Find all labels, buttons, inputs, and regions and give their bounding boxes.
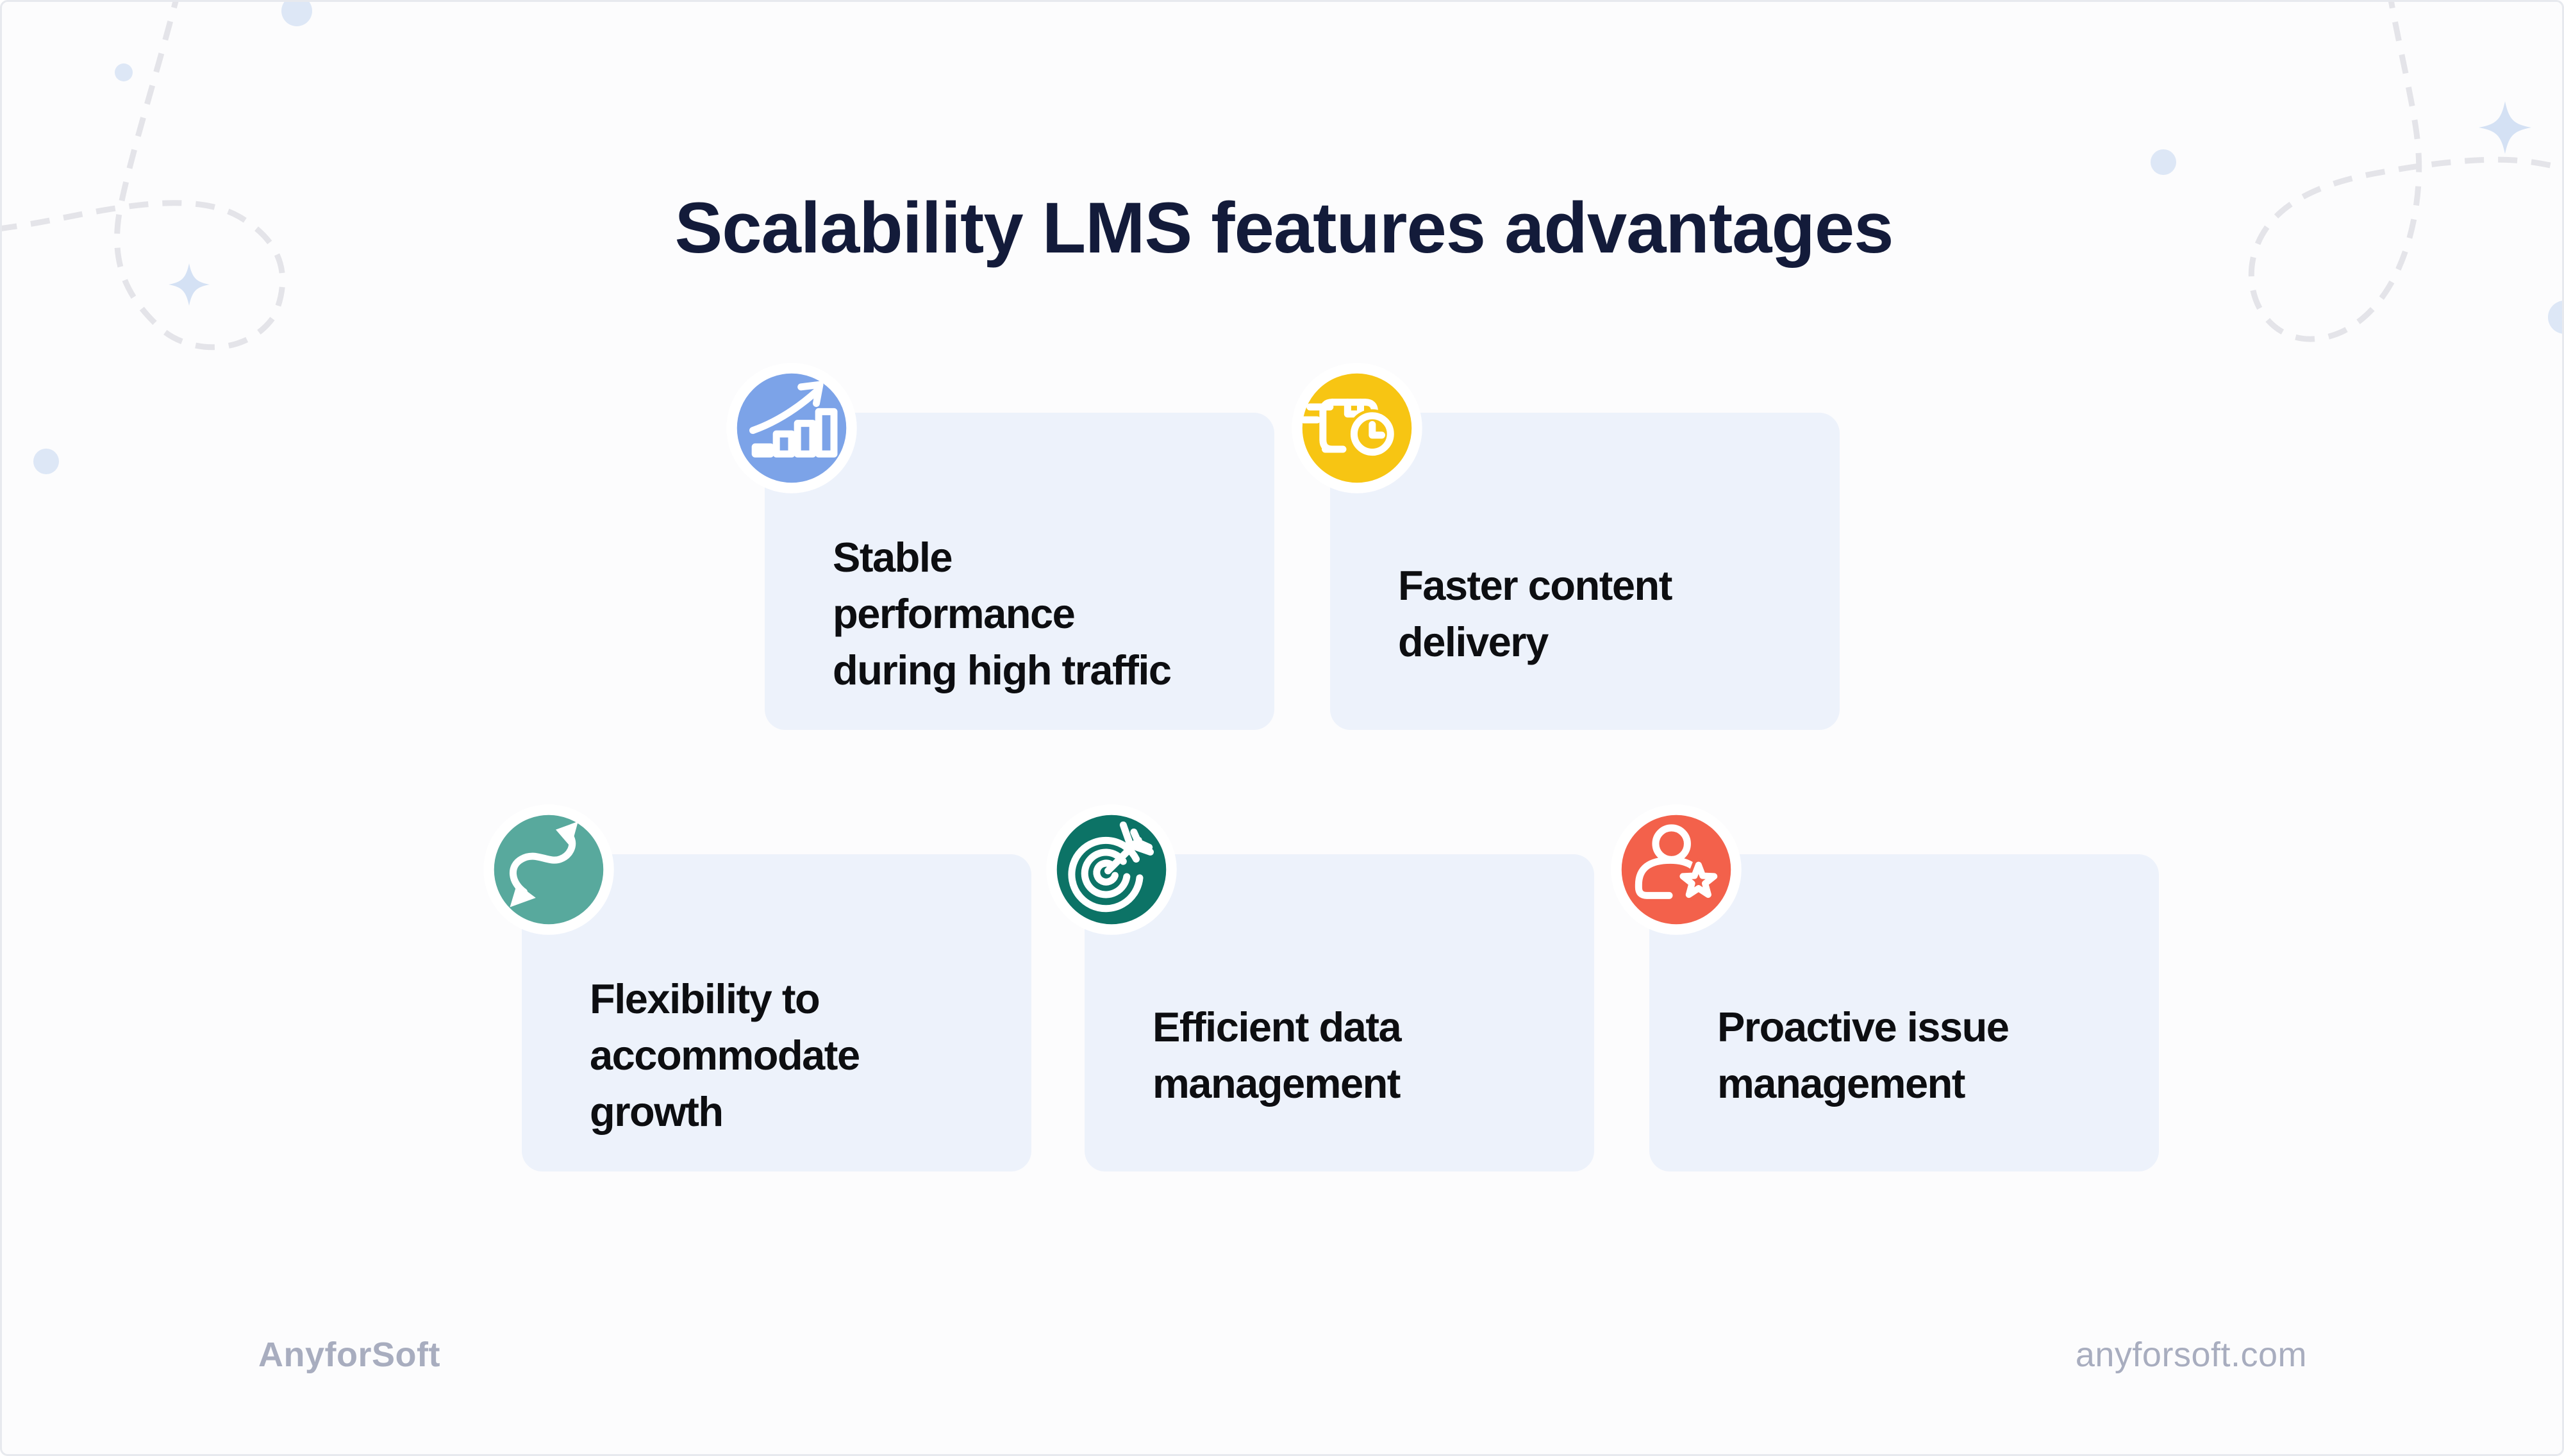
page-title: Scalability LMS features advantages <box>674 188 1894 268</box>
user-star-glyph <box>1635 824 1721 902</box>
growth-chart-glyph <box>749 381 838 458</box>
dashed-loop-top-right <box>2248 2 2562 342</box>
target-arrow-icon <box>1046 804 1177 935</box>
card-text: Faster content delivery <box>1398 561 1672 665</box>
dashed-loop-top-left <box>2 2 286 351</box>
card-text: Stable performance during high traffic <box>833 533 1172 693</box>
footer-website: anyforsoft.com <box>2075 1336 2307 1374</box>
card-text: Proactive issue management <box>1717 1003 2010 1107</box>
card-text: Efficient data management <box>1153 1003 1402 1107</box>
card-faster-content-delivery: Faster content delivery <box>1292 363 1840 730</box>
card-efficient-data: Efficient data management <box>1046 804 1594 1171</box>
user-star-icon <box>1611 804 1742 935</box>
card-flexibility-growth: Flexibility to accommodate growth <box>483 804 1031 1171</box>
fast-delivery-glyph <box>1301 399 1397 459</box>
growth-chart-icon <box>726 363 857 493</box>
card-proactive-issue: Proactive issue management <box>1611 804 2159 1171</box>
decor-dot <box>281 2 312 26</box>
sparkle-icon <box>169 263 210 306</box>
sparkle-icon <box>2479 101 2531 154</box>
s-curve-arrows-glyph <box>509 821 578 907</box>
fast-delivery-icon <box>1292 363 1422 493</box>
s-curve-arrows-icon <box>483 804 614 935</box>
footer-brand: AnyforSoft <box>258 1336 440 1374</box>
decor-dot <box>2548 301 2562 334</box>
target-arrow-glyph <box>1068 821 1154 913</box>
decor-dot <box>115 63 133 81</box>
card-text: Flexibility to accommodate growth <box>590 975 860 1135</box>
card-stable-performance: Stable performance during high traffic <box>726 363 1274 730</box>
decor-dot <box>2151 149 2176 175</box>
decor-dot <box>33 449 59 474</box>
